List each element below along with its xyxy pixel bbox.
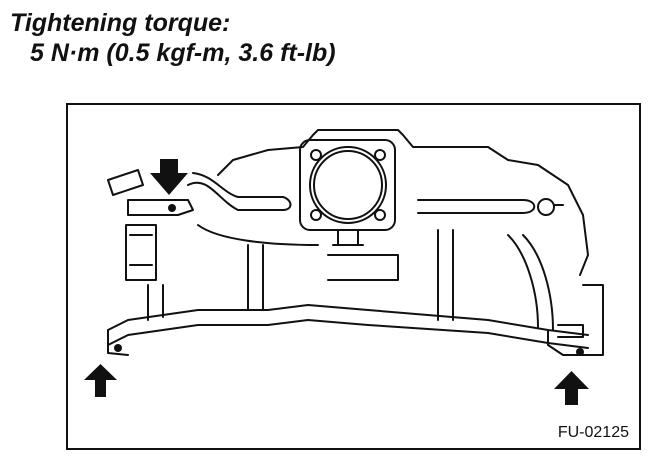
- bolt-bottom-right: [576, 348, 584, 356]
- arrow-up-bottom-right: [554, 371, 589, 405]
- bolt-bottom-left: [114, 344, 122, 352]
- manifold-upper-body: [217, 129, 589, 276]
- left-bracket: [127, 199, 194, 216]
- throttle-body: [299, 139, 396, 231]
- lower-runners: [107, 304, 589, 336]
- torque-value: 5 N·m (0.5 kgf-m, 3.6 ft-lb): [30, 39, 336, 67]
- right-bracket: [547, 284, 604, 356]
- throttle-bore: [309, 146, 387, 224]
- figure-code: FU-02125: [557, 424, 629, 441]
- arrow-up-bottom-left: [84, 364, 117, 397]
- intake-manifold-drawing: [84, 129, 604, 405]
- torque-title: Tightening torque:: [10, 9, 231, 37]
- upper-hose: [187, 172, 292, 211]
- arrow-down-top-left: [150, 159, 188, 195]
- bolt-top-left: [168, 204, 176, 212]
- torque-heading: Tightening torque: 5 N·m (0.5 kgf-m, 3.6…: [10, 8, 336, 68]
- figure-frame: FU-02125: [66, 103, 641, 450]
